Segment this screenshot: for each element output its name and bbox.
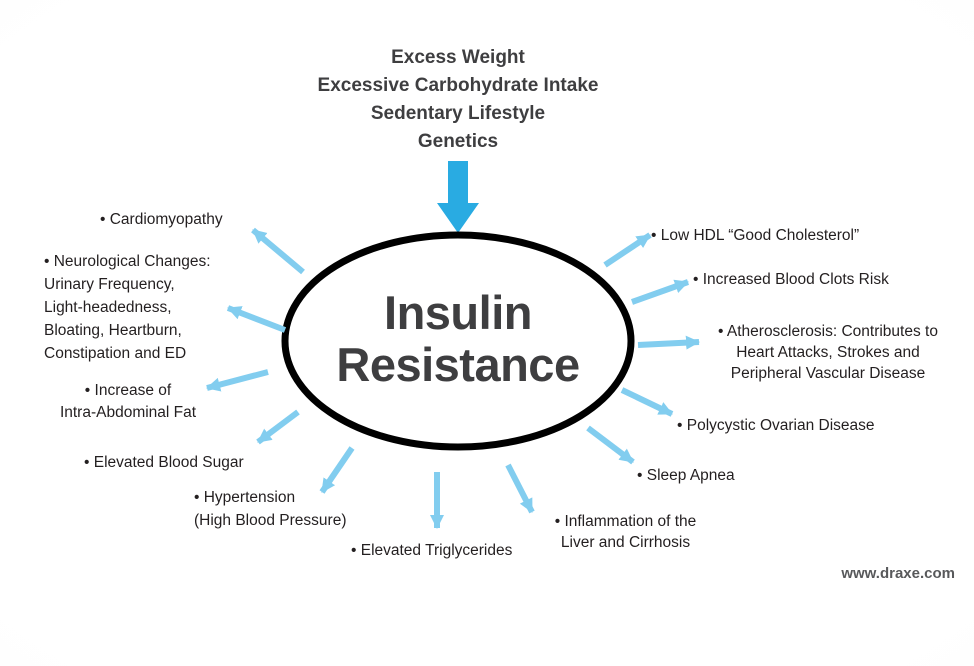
effect-label-hypertension: • Hypertension (High Blood Pressure) bbox=[194, 489, 347, 529]
effect-label-blood-clots-risk: • Increased Blood Clots Risk bbox=[693, 271, 889, 288]
effect-label-neurological-changes: • Neurological Changes: Urinary Frequenc… bbox=[44, 253, 211, 362]
effect-label-atherosclerosis: • Atherosclerosis: Contributes to Heart … bbox=[718, 323, 938, 382]
cause-item: Excess Weight bbox=[391, 47, 525, 68]
spoke-arrow-icon bbox=[586, 425, 635, 465]
diagram-title: Insulin Resistance bbox=[336, 286, 580, 391]
spoke-arrow-icon bbox=[256, 409, 300, 445]
spoke-arrow-icon bbox=[319, 446, 355, 494]
spoke-arrow-icon bbox=[603, 232, 652, 268]
spoke-arrow-icon bbox=[206, 369, 269, 392]
effect-label-low-hdl: • Low HDL “Good Cholesterol” bbox=[651, 227, 860, 244]
effect-label-liver-inflammation: • Inflammation of the Liver and Cirrhosi… bbox=[554, 513, 697, 551]
spoke-arrow-icon bbox=[637, 335, 700, 350]
effect-label-cardiomyopathy: • Cardiomyopathy bbox=[100, 211, 223, 228]
cause-item: Genetics bbox=[417, 131, 499, 152]
spoke-arrow-icon bbox=[505, 463, 535, 514]
effect-label-intra-abdominal-fat: • Increase of Intra-Abdominal Fat bbox=[59, 382, 197, 421]
cause-item: Excessive Carbohydrate Intake bbox=[317, 75, 599, 96]
spoke-arrow-icon bbox=[226, 305, 287, 333]
spoke-arrow-icon bbox=[251, 227, 305, 275]
effect-label-sleep-apnea: • Sleep Apnea bbox=[637, 467, 735, 484]
spoke-arrow-icon bbox=[620, 387, 674, 417]
effect-label-polycystic-ovarian-disease: • Polycystic Ovarian Disease bbox=[677, 417, 875, 434]
spoke-arrow-icon bbox=[630, 279, 690, 305]
effect-label-elevated-blood-sugar: • Elevated Blood Sugar bbox=[84, 454, 244, 471]
center-ellipse bbox=[281, 231, 635, 451]
cause-item: Sedentary Lifestyle bbox=[370, 103, 546, 124]
down-arrow-icon bbox=[437, 161, 479, 233]
watermark: www.draxe.com bbox=[841, 565, 955, 582]
causes-list: Excess Weight Excessive Carbohydrate Int… bbox=[0, 44, 916, 156]
effect-label-elevated-triglycerides: • Elevated Triglycerides bbox=[351, 542, 513, 559]
